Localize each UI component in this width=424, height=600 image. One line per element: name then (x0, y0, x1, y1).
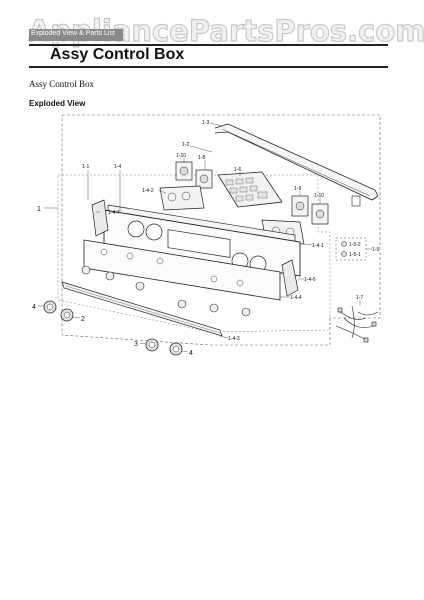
title-divider-top (29, 44, 388, 46)
callout-1-1: 1-1 (82, 164, 89, 170)
switch-board-left (159, 185, 205, 211)
callout-1-2: 1-2 (182, 142, 189, 148)
callout-1-6: 1-6 (234, 167, 241, 173)
encoder-board-right-a (291, 195, 309, 217)
callout-1-4-4: 1-4-4 (290, 295, 302, 301)
callout-1-4-7: 1-4-7 (108, 210, 120, 216)
outer-boundary (61, 114, 381, 346)
callout-1-9: 1-9 (294, 186, 301, 192)
wire-harness (335, 305, 379, 343)
callout-1-5-1: 1-5-1 (349, 252, 361, 258)
callout-3: 3 (134, 341, 138, 348)
callout-1-5: 1-5 (372, 247, 379, 253)
callout-4-left: 4 (32, 304, 36, 311)
callout-1-7: 1-7 (356, 295, 363, 301)
callout-1-4-6: 1-4-6 (304, 277, 316, 283)
callout-1: 1 (37, 206, 41, 213)
callout-1-4-2: 1-4-2 (142, 188, 154, 194)
callout-1-10-right: 1-10 (314, 193, 324, 199)
end-cap-right (281, 259, 299, 297)
title-divider-bottom (29, 66, 388, 68)
inner-boundary (57, 174, 331, 333)
callout-labels: 1-3 1-2 1-10 1-8 1-6 1-1 1-4 1-4-2 1-4-7… (32, 120, 379, 357)
encoder-board-mid (195, 169, 213, 189)
callout-2: 2 (81, 316, 85, 323)
knob-2 (60, 308, 74, 322)
page-title: Assy Control Box (50, 46, 185, 63)
breadcrumb: Exploded View & Parts List (31, 30, 115, 37)
callout-1-3: 1-3 (202, 120, 209, 126)
callout-4-right: 4 (189, 350, 193, 357)
callout-1-10: 1-10 (176, 153, 186, 159)
callout-1-4: 1-4 (114, 164, 121, 170)
button-caps (81, 265, 251, 317)
rear-frame-bar (214, 123, 379, 207)
bottom-trim-strip (61, 281, 223, 337)
lower-trim-panel (83, 239, 281, 301)
main-control-board (217, 171, 283, 208)
encoder-board-right-b (311, 203, 329, 225)
breadcrumb-bar (29, 29, 123, 41)
section-heading: Exploded View (29, 99, 86, 108)
end-cap-left (91, 199, 109, 237)
knob-3 (145, 338, 159, 352)
knob-4-left (43, 300, 57, 314)
callout-1-8: 1-8 (198, 155, 205, 161)
leader-lines (38, 122, 372, 353)
knob-4-right (169, 342, 183, 356)
assembly-subtitle: Assy Control Box (29, 79, 95, 89)
control-panel-face (103, 209, 301, 277)
encoder-board-left (175, 161, 193, 181)
callout-1-4-3: 1-4-3 (228, 336, 240, 342)
callout-1-4-1: 1-4-1 (312, 243, 324, 249)
callout-1-5-2: 1-5-2 (349, 242, 361, 248)
